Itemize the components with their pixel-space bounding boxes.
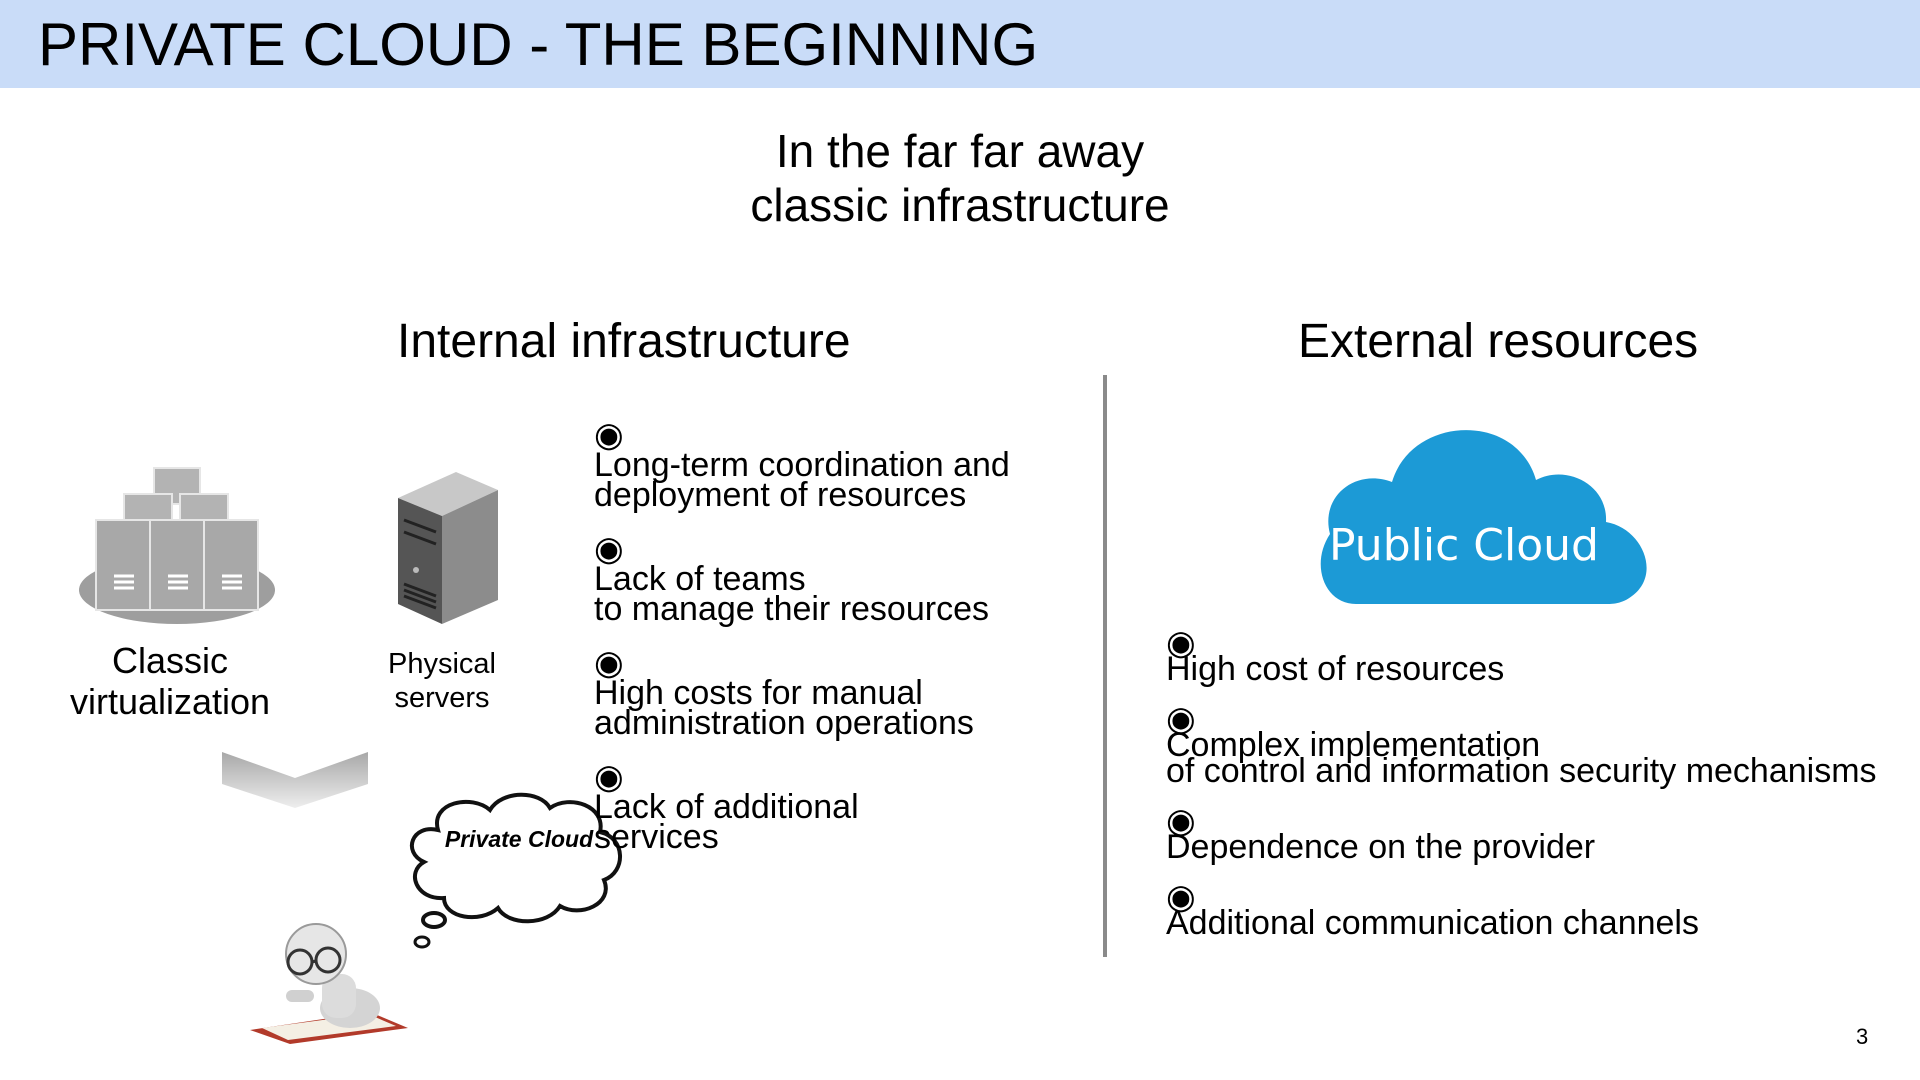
list-item: ◉ Additional communication channels [1166,878,1906,942]
bullet-line-2: of control and information security mech… [1166,752,1877,790]
bullet-line-1: Complex implementation [1166,726,1541,764]
list-item: ◉ Lack of teams to manage their resource… [594,530,1114,628]
physical-servers-caption: Physical servers [372,647,512,715]
bullet-line-2: services [594,818,719,856]
external-heading: External resources [1298,315,1699,368]
bullet-icon: ◉ [594,416,624,454]
list-item: ◉Complex implementation of control and i… [1166,700,1906,790]
bullet-icon: ◉ [594,644,624,682]
list-item: ◉ High costs for manual administration o… [594,644,1114,742]
bullet-line-1: Dependence on the provider [1166,828,1596,866]
bullet-line-2: deployment of resources [594,476,967,514]
bullet-line-1: Lack of additional [594,788,859,826]
bullet-line-2: to manage their resources [594,590,989,628]
intro-line-2: classic infrastructure [750,179,1170,231]
bullet-line-1: Long-term coordination and [594,446,1010,484]
bullet-line-1: High cost of resources [1166,650,1505,688]
bullet-line-2: administration operations [594,704,974,742]
bullet-icon: ◉ [1166,700,1196,738]
bullet-icon: ◉ [594,758,624,796]
chevron-down-icon [222,752,368,808]
public-cloud-icon: Public Cloud [1320,430,1647,604]
list-item: ◉ Long-term coordination and deployment … [594,416,1114,514]
virtualization-servers-icon [79,467,275,624]
classic-virtualization-caption: Classic virtualization [50,640,290,722]
page-number: 3 [1856,1024,1869,1049]
bullet-icon: ◉ [594,530,624,568]
internal-heading: Internal infrastructure [397,315,851,368]
list-item: ◉ Lack of additional services [594,758,1114,856]
physical-server-icon [398,472,498,624]
bullet-icon: ◉ [1166,878,1196,916]
thought-bubble-icon [410,792,622,949]
bullet-line-1: High costs for manual [594,674,923,712]
bullet-icon: ◉ [1166,802,1196,840]
internal-bullet-list: ◉ Long-term coordination and deployment … [594,416,1114,876]
title-bar [0,0,1920,88]
bullet-icon: ◉ [1166,624,1196,662]
bullet-line-1: Lack of teams [594,560,806,598]
physical-caption-line-2: servers [394,682,490,714]
bullet-line-1: Additional communication channels [1166,904,1699,942]
classic-caption-line-2: virtualization [69,681,271,722]
column-divider [1103,375,1107,957]
thought-bubble-text: Private Cloud [444,826,594,852]
physical-caption-line-1: Physical [388,648,496,680]
external-bullet-list: ◉High cost of resources ◉Complex impleme… [1166,624,1906,960]
thinking-person-icon [250,923,408,1044]
list-item: ◉Dependence on the provider [1166,802,1906,866]
intro-text: In the far far away classic infrastructu… [560,124,1360,232]
public-cloud-label: Public Cloud [1329,520,1599,571]
list-item: ◉High cost of resources [1166,624,1906,688]
slide-title: PRIVATE CLOUD - THE BEGINNING [38,11,1039,78]
classic-caption-line-1: Classic [111,640,228,681]
intro-line-1: In the far far away [775,125,1145,177]
